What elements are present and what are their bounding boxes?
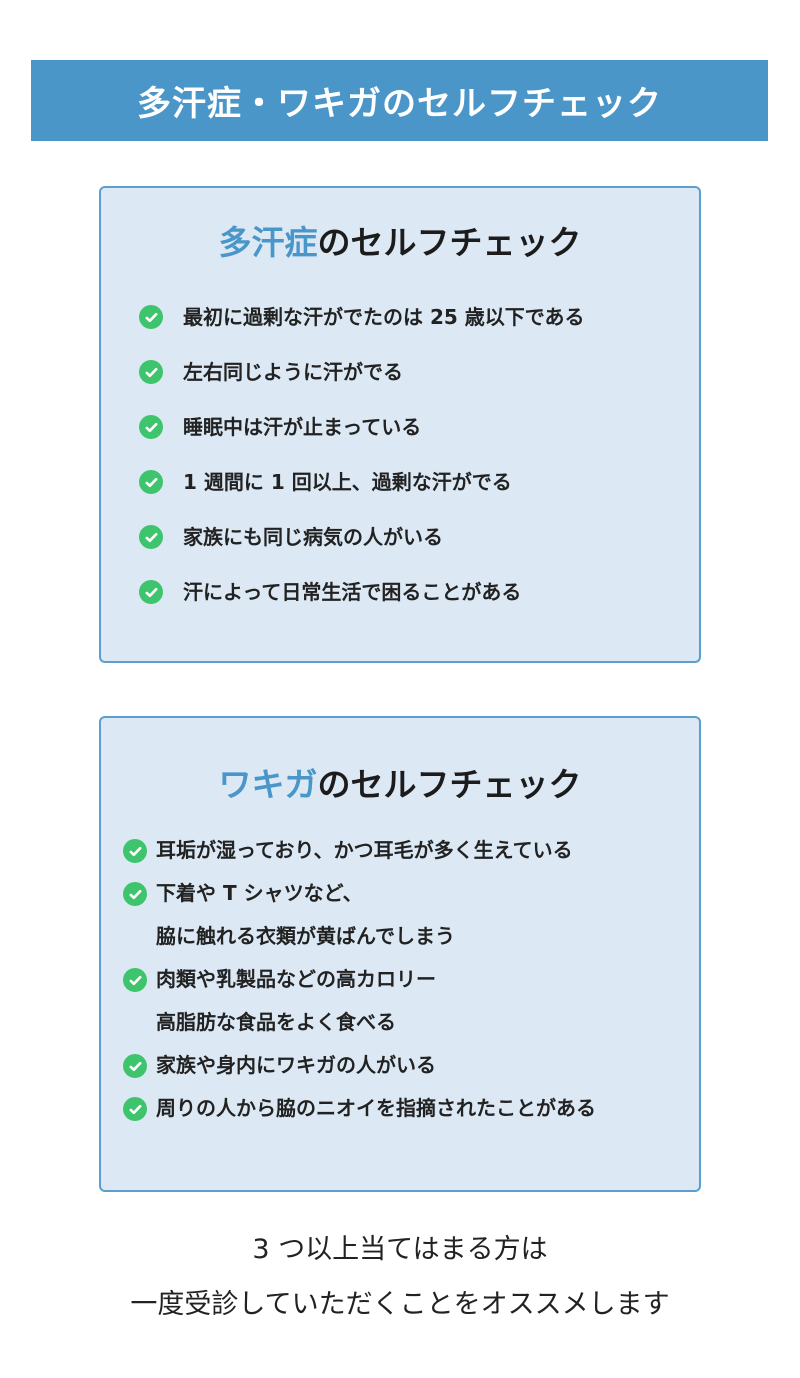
title-highlight: ワキガ <box>218 765 318 804</box>
check-icon <box>139 360 163 384</box>
item-text: 睡眠中は汗が止まっている <box>183 415 422 439</box>
check-icon <box>139 525 163 549</box>
check-icon <box>139 580 163 604</box>
checklist-item: 耳垢が湿っており、かつ耳毛が多く生えている <box>123 829 573 872</box>
item-text: 周りの人から脇のニオイを指摘されたことがある <box>156 1087 596 1130</box>
osmidrosis-checklist: ワキガのセルフチェック 耳垢が湿っており、かつ耳毛が多く生えている下着や T シ… <box>99 716 701 1192</box>
item-text-line: 周りの人から脇のニオイを指摘されたことがある <box>156 1096 596 1120</box>
checklist-item: 周りの人から脇のニオイを指摘されたことがある <box>123 1087 596 1130</box>
item-text: 左右同じように汗がでる <box>183 360 403 384</box>
item-text: 家族や身内にワキガの人がいる <box>156 1044 436 1087</box>
title-rest: のセルフチェック <box>317 765 582 804</box>
checklist-item: 1 週間に 1 回以上、過剰な汗がでる <box>139 468 512 496</box>
item-text: 耳垢が湿っており、かつ耳毛が多く生えている <box>156 829 573 872</box>
checklist-item: 下着や T シャツなど、脇に触れる衣類が黄ばんでしまう <box>123 872 455 958</box>
checklist-item: 汗によって日常生活で困ることがある <box>139 578 521 606</box>
checklist-item: 家族にも同じ病気の人がいる <box>139 523 443 551</box>
item-text-line: 耳垢が湿っており、かつ耳毛が多く生えている <box>156 838 573 862</box>
check-icon <box>123 839 147 863</box>
check-icon <box>123 1054 147 1078</box>
item-text-line: 下着や T シャツなど、 <box>156 881 363 905</box>
check-icon <box>139 470 163 494</box>
title-highlight: 多汗症 <box>218 223 318 262</box>
checklist-item: 睡眠中は汗が止まっている <box>139 413 421 441</box>
item-text: 肉類や乳製品などの高カロリー高脂肪な食品をよく食べる <box>156 958 436 1044</box>
item-text-line: 家族や身内にワキガの人がいる <box>156 1053 436 1077</box>
recommendation-text: 3 つ以上当てはまる方は 一度受診していただくことをオススメします <box>0 1222 800 1332</box>
title-rest: のセルフチェック <box>317 223 582 262</box>
page-header: 多汗症・ワキガのセルフチェック <box>31 60 768 141</box>
item-text-line: 肉類や乳製品などの高カロリー <box>156 967 436 991</box>
check-icon <box>139 415 163 439</box>
recommendation-line-1: 3 つ以上当てはまる方は <box>252 1234 548 1265</box>
item-text: 1 週間に 1 回以上、過剰な汗がでる <box>183 470 512 494</box>
item-text: 下着や T シャツなど、脇に触れる衣類が黄ばんでしまう <box>156 872 455 958</box>
check-icon <box>139 305 163 329</box>
check-icon <box>123 1097 147 1121</box>
item-text-line: 脇に触れる衣類が黄ばんでしまう <box>156 924 455 948</box>
checklist-item: 左右同じように汗がでる <box>139 358 403 386</box>
recommendation-line-2: 一度受診していただくことをオススメします <box>130 1289 670 1320</box>
check-icon <box>123 968 147 992</box>
checklist-item: 最初に過剰な汗がでたのは 25 歳以下である <box>139 303 585 331</box>
osmidrosis-title: ワキガのセルフチェック <box>101 758 699 806</box>
checklist-item: 家族や身内にワキガの人がいる <box>123 1044 436 1087</box>
check-icon <box>123 882 147 906</box>
item-text: 汗によって日常生活で困ることがある <box>183 580 522 604</box>
hyperhidrosis-title: 多汗症のセルフチェック <box>101 216 699 264</box>
item-text: 家族にも同じ病気の人がいる <box>183 525 443 549</box>
item-text: 最初に過剰な汗がでたのは 25 歳以下である <box>183 305 585 329</box>
checklist-item: 肉類や乳製品などの高カロリー高脂肪な食品をよく食べる <box>123 958 436 1044</box>
item-text-line: 高脂肪な食品をよく食べる <box>156 1010 396 1034</box>
hyperhidrosis-checklist: 多汗症のセルフチェック 最初に過剰な汗がでたのは 25 歳以下である左右同じよう… <box>99 186 701 663</box>
